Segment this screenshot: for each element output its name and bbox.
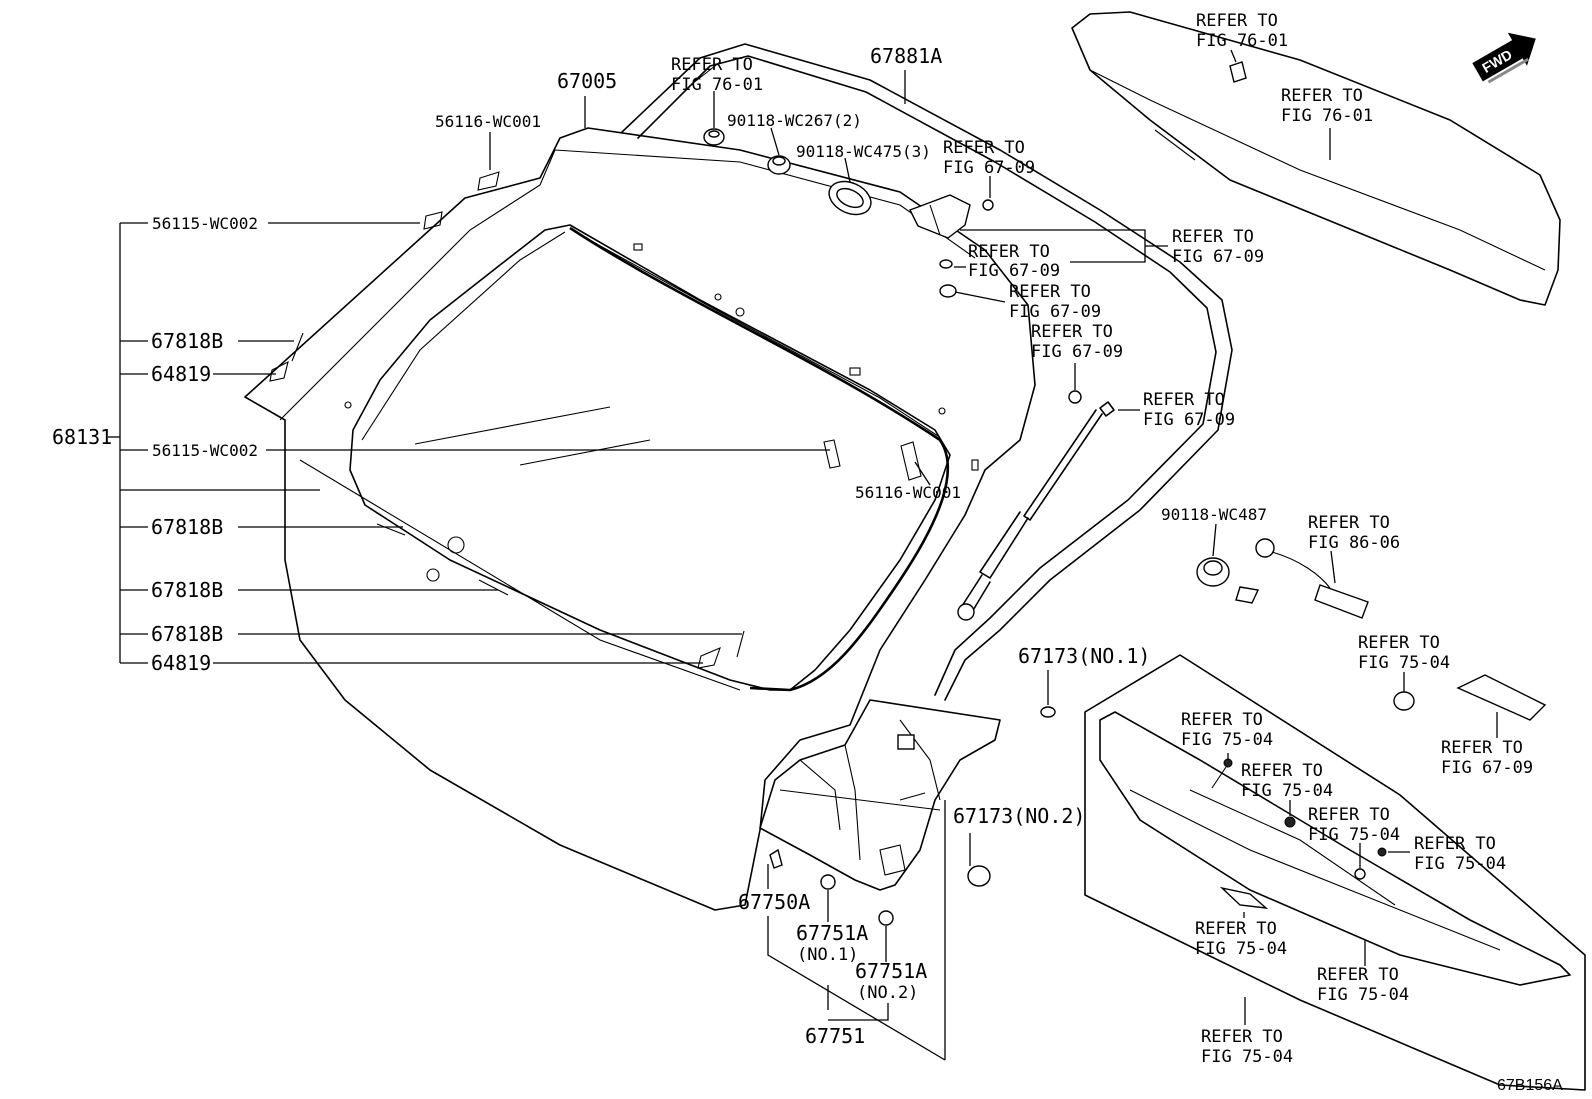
ref-4-head: REFER TO (943, 138, 1025, 158)
ref-14-fig: FIG 75-04 (1241, 781, 1333, 801)
figure-code: 67B156A (1497, 1077, 1563, 1094)
hardware-items (703, 61, 1547, 926)
ref-12-head: REFER TO (1441, 738, 1523, 758)
ref-3: REFER TO FIG 76-01 (1281, 86, 1373, 126)
ref-7-head: REFER TO (1009, 282, 1091, 302)
ref-17: REFER TO FIG 75-04 (1195, 919, 1287, 959)
ref-15-fig: FIG 75-04 (1308, 825, 1400, 845)
label-90118-wc475: 90118-WC475(3) (796, 142, 931, 161)
ref-19-fig: FIG 75-04 (1201, 1047, 1293, 1067)
label-67818b-2: 67818B (151, 515, 223, 539)
ref-18-fig: FIG 75-04 (1317, 985, 1409, 1005)
label-56115-mid: 56115-WC002 (152, 441, 258, 460)
weatherstrip (621, 43, 1233, 701)
ref-4: REFER TO FIG 67-09 (943, 138, 1035, 178)
ref-19-head: REFER TO (1201, 1027, 1283, 1047)
label-56116-mid: 56116-WC001 (855, 483, 961, 502)
rear-spoiler (1071, 11, 1561, 306)
ref-6-head: REFER TO (968, 242, 1050, 262)
label-67005: 67005 (557, 69, 617, 93)
ref-13-fig: FIG 75-04 (1181, 730, 1273, 750)
ref-16: REFER TO FIG 75-04 (1414, 834, 1506, 874)
label-67173-no2: 67173(NO.2) (953, 804, 1085, 828)
ref-10: REFER TO FIG 86-06 (1308, 513, 1400, 553)
label-90118-wc267: 90118-WC267(2) (727, 111, 862, 130)
ref-13-head: REFER TO (1181, 710, 1263, 730)
ref-3-fig: FIG 76-01 (1281, 106, 1373, 126)
label-68131: 68131 (52, 425, 112, 449)
ref-1: REFER TO FIG 76-01 (671, 55, 763, 95)
label-67751a-1: 67751A (796, 921, 868, 945)
ref-9-head: REFER TO (1143, 390, 1225, 410)
label-67751: 67751 (805, 1024, 865, 1048)
refer-labels: REFER TO FIG 76-01 REFER TO FIG 76-01 RE… (671, 11, 1533, 1067)
ref-19: REFER TO FIG 75-04 (1201, 1027, 1293, 1067)
ref-16-head: REFER TO (1414, 834, 1496, 854)
ref-12-fig: FIG 67-09 (1441, 758, 1533, 778)
ref-9: REFER TO FIG 67-09 (1143, 390, 1235, 430)
part-labels: 67005 67881A 56116-WC001 56115-WC002 678… (52, 44, 1267, 1048)
label-67818b-1: 67818B (151, 329, 223, 353)
ref-6: REFER TO FIG 67-09 (968, 242, 1060, 281)
ref-1-head: REFER TO (671, 55, 753, 75)
label-67750a: 67750A (738, 890, 810, 914)
ref-1-fig: FIG 76-01 (671, 75, 763, 95)
ref-8: REFER TO FIG 67-09 (1031, 322, 1123, 362)
label-67818b-3: 67818B (151, 578, 223, 602)
label-56115-top: 56115-WC002 (152, 214, 258, 233)
ref-10-fig: FIG 86-06 (1308, 533, 1400, 553)
ref-10-head: REFER TO (1308, 513, 1390, 533)
label-90118-wc487: 90118-WC487 (1161, 505, 1267, 524)
ref-12: REFER TO FIG 67-09 (1441, 738, 1533, 778)
ref-11: REFER TO FIG 75-04 (1358, 633, 1450, 673)
ref-2: REFER TO FIG 76-01 (1196, 11, 1288, 51)
ref-6-fig: FIG 67-09 (968, 261, 1060, 281)
ref-18: REFER TO FIG 75-04 (1317, 965, 1409, 1005)
leader-lines (108, 49, 1498, 1061)
ref-2-head: REFER TO (1196, 11, 1278, 31)
ref-14-head: REFER TO (1241, 761, 1323, 781)
label-67751a-2-sub: (NO.2) (857, 983, 918, 1003)
ref-7: REFER TO FIG 67-09 (1009, 282, 1101, 322)
ref-3-head: REFER TO (1281, 86, 1363, 106)
ref-13: REFER TO FIG 75-04 (1181, 710, 1273, 750)
ref-14: REFER TO FIG 75-04 (1241, 761, 1333, 801)
label-67751a-1-sub: (NO.1) (797, 945, 858, 965)
ref-2-fig: FIG 76-01 (1196, 31, 1288, 51)
ref-5-fig: FIG 67-09 (1172, 247, 1264, 267)
label-67881a: 67881A (870, 44, 942, 68)
garnish-panel (1084, 654, 1586, 1091)
label-67751a-2: 67751A (855, 959, 927, 983)
label-56116-top: 56116-WC001 (435, 112, 541, 131)
lower-trim (759, 699, 1001, 891)
ref-5-head: REFER TO (1172, 227, 1254, 247)
gas-strut (957, 401, 1115, 621)
ref-17-fig: FIG 75-04 (1195, 939, 1287, 959)
ref-5: REFER TO FIG 67-09 (1172, 227, 1264, 267)
label-64819-1: 64819 (151, 362, 211, 386)
ref-16-fig: FIG 75-04 (1414, 854, 1506, 874)
label-64819-2: 64819 (151, 651, 211, 675)
ref-17-head: REFER TO (1195, 919, 1277, 939)
label-67173-no1: 67173(NO.1) (1018, 644, 1150, 668)
ref-11-head: REFER TO (1358, 633, 1440, 653)
back-door-panel (244, 127, 1036, 911)
ref-15-head: REFER TO (1308, 805, 1390, 825)
ref-9-fig: FIG 67-09 (1143, 410, 1235, 430)
ref-7-fig: FIG 67-09 (1009, 302, 1101, 322)
ref-15: REFER TO FIG 75-04 (1308, 805, 1400, 845)
ref-11-fig: FIG 75-04 (1358, 653, 1450, 673)
label-67818b-4: 67818B (151, 622, 223, 646)
ref-8-fig: FIG 67-09 (1031, 342, 1123, 362)
ref-4-fig: FIG 67-09 (943, 158, 1035, 178)
ref-8-head: REFER TO (1031, 322, 1113, 342)
ref-18-head: REFER TO (1317, 965, 1399, 985)
fwd-arrow-icon: FWD (1472, 32, 1536, 84)
